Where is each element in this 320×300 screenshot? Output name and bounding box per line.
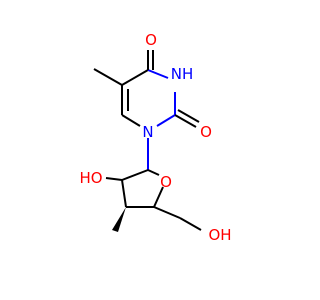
bond-o-c1prime: [147, 169, 160, 176]
bond-n3-c4: [147, 69, 169, 79]
bond-ch2-oh: [179, 217, 202, 231]
wedge-c3prime-methyl: [112, 207, 126, 232]
bond-c2-o: [174, 114, 197, 128]
bond-c2-o-double: [177, 109, 200, 123]
atom-ho-left: HO: [79, 169, 102, 187]
atom-nh: NH: [171, 65, 194, 83]
bond-c4prime-o: [153, 186, 164, 208]
bond-c2prime-c3prime: [121, 179, 127, 208]
bond-c4prime-ch2: [153, 206, 181, 219]
atom-oh-bottom: OH: [208, 226, 231, 244]
bond-n1-c2: [156, 114, 176, 127]
atom-o-ring: O: [160, 173, 172, 191]
atom-o-right: O: [200, 123, 212, 141]
molecule-structure: O NH O N HO O OH: [79, 31, 231, 244]
bond-c5-methyl: [93, 68, 123, 86]
atom-n1: N: [142, 123, 153, 141]
bond-c1prime-c2prime: [121, 169, 149, 181]
bond-c2prime-oh: [105, 177, 123, 181]
bond-c4-c5: [121, 69, 149, 86]
bond-c6-n1: [121, 114, 141, 127]
atom-o-top: O: [145, 31, 157, 49]
